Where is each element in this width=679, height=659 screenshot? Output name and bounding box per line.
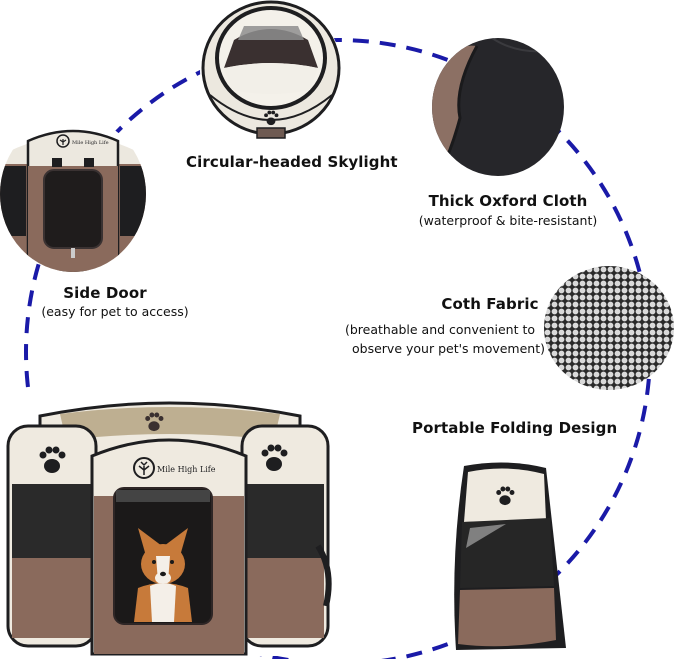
brand-logo-text: Mile High Life [72,140,109,146]
paw-print-icon [496,486,515,506]
paw-print-icon [261,444,288,471]
feature-title-oxford: Thick Oxford Cloth [428,192,588,210]
feature-subtitle-mesh-2: observe your pet's movement) [352,341,545,356]
tree-logo-icon [133,457,155,479]
folded-playpen-image [446,458,570,654]
feature-subtitle-oxford: (waterproof & bite-resistant) [418,213,598,228]
mesh-fabric-image [544,266,674,390]
corgi-dog [134,528,192,622]
paw-print-icon [145,412,164,432]
side-door-image: Mile High Life [0,116,146,272]
feature-title-mesh: Coth Fabric [441,295,539,313]
paw-print-icon [264,110,279,126]
feature-title-skylight: Circular-headed Skylight [186,153,398,171]
feature-title-folding: Portable Folding Design [412,419,618,437]
feature-title-side-door: Side Door [63,284,147,302]
feature-subtitle-mesh-1: (breathable and convenient to [344,322,536,337]
skylight-image [200,0,342,142]
tree-logo-icon [56,134,70,148]
brand-logo-text: Mile High Life [157,465,216,474]
playpen-with-dog-image: Mile High Life [4,396,334,656]
oxford-cloth-image [432,38,564,176]
paw-print-icon [39,446,66,473]
feature-subtitle-side-door: (easy for pet to access) [41,304,189,319]
